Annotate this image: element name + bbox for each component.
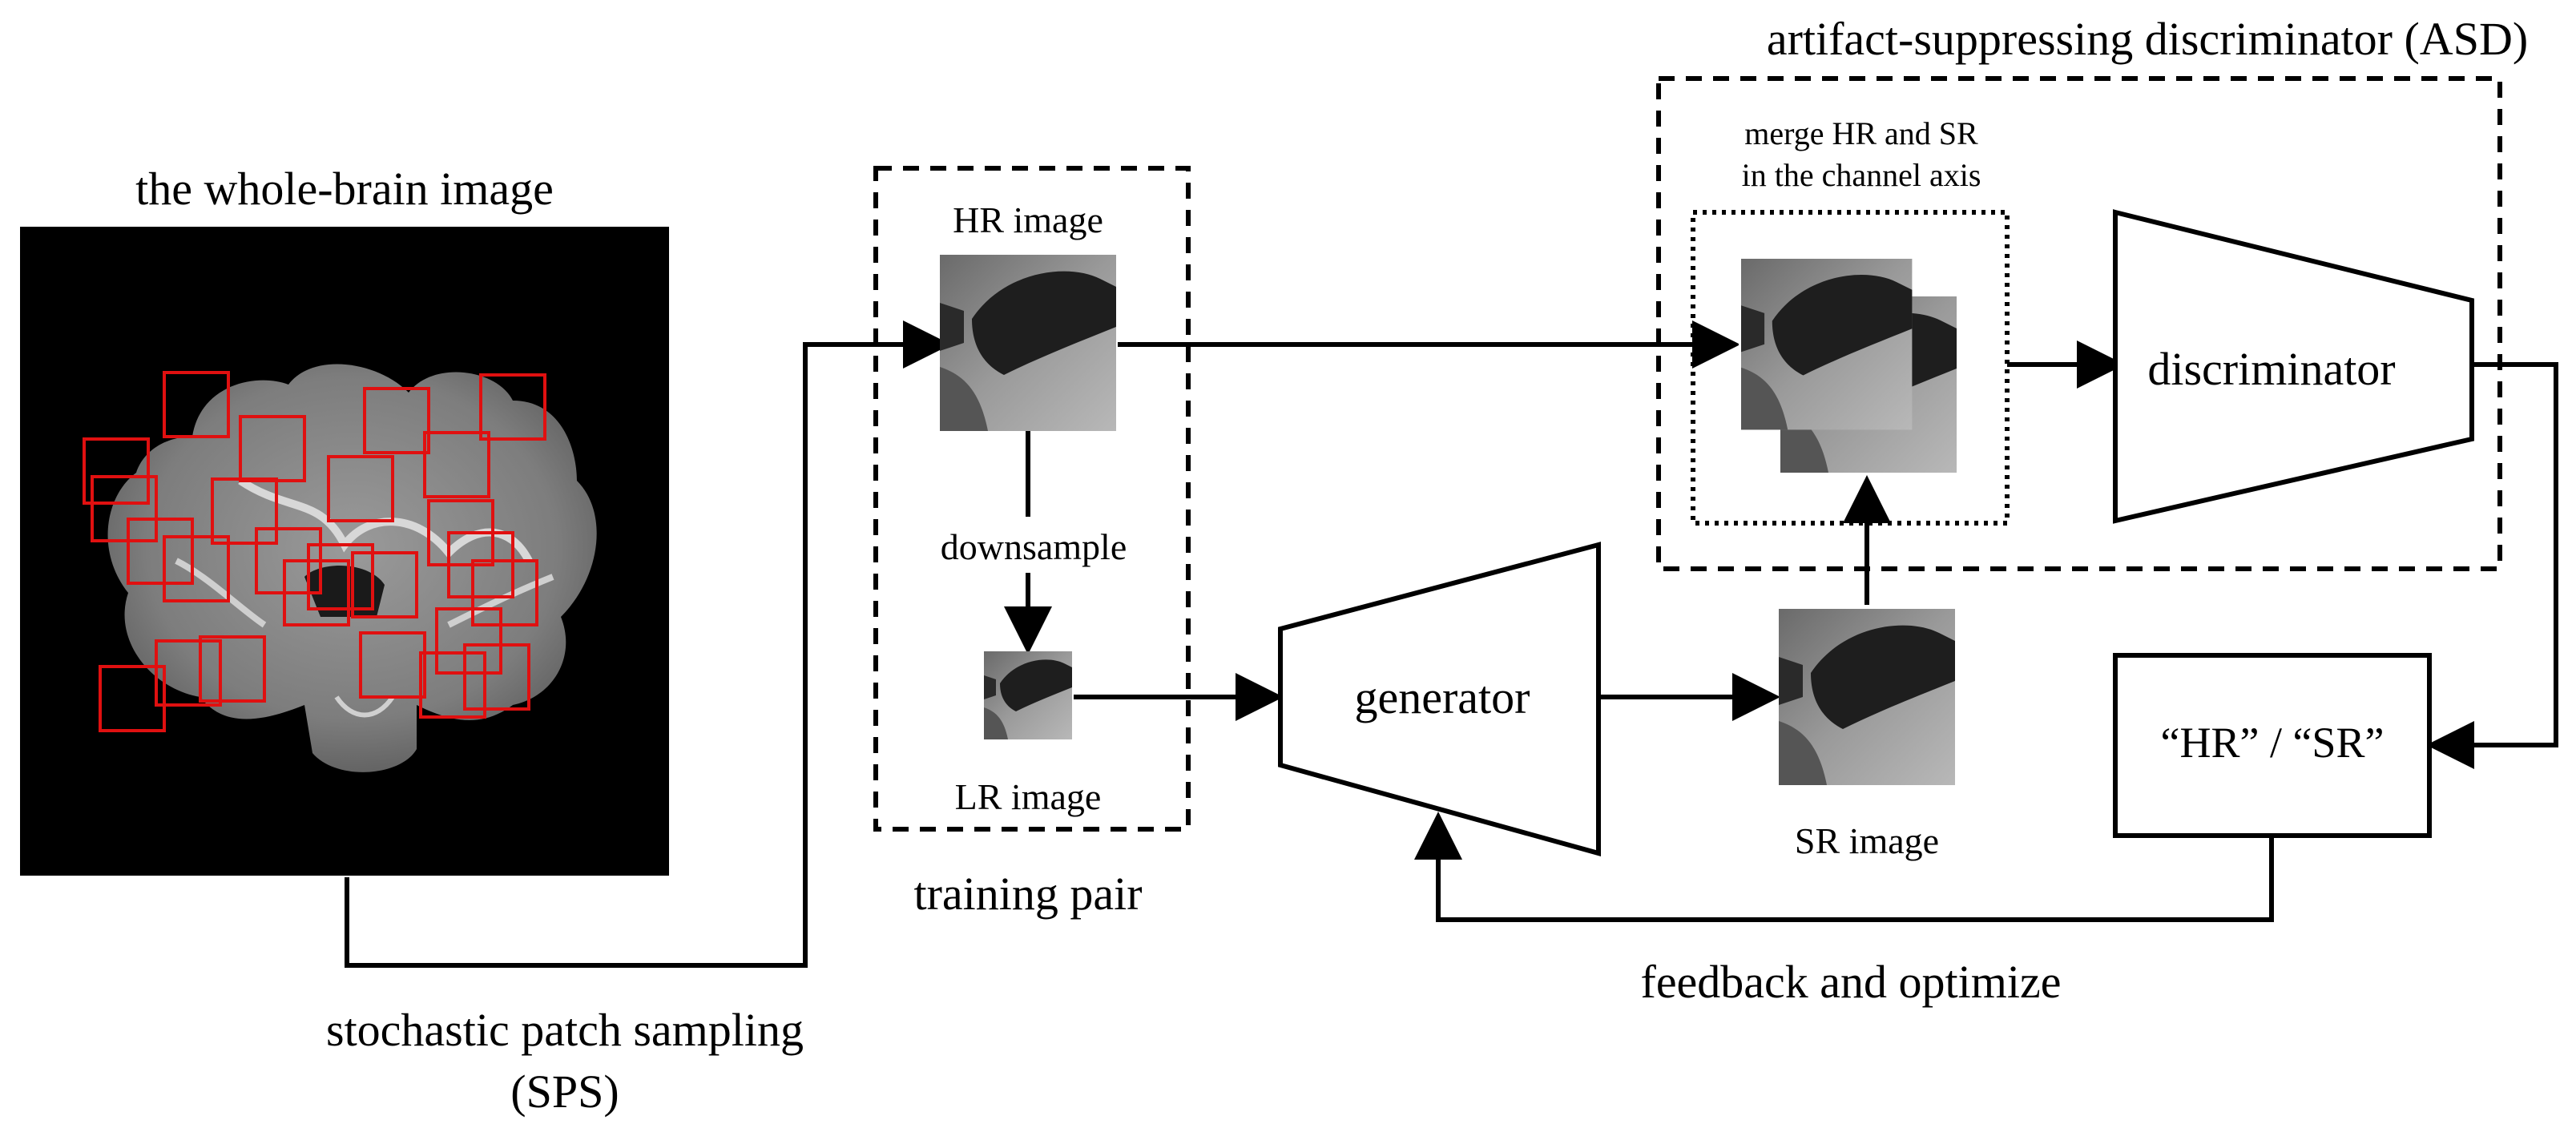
merge-box <box>1691 210 2010 526</box>
lr-image-patch <box>984 651 1072 739</box>
sps-label-line2: (SPS) <box>510 1066 619 1118</box>
sps-arrow <box>345 320 951 968</box>
merge-label-line1: merge HR and SR <box>1744 115 1978 151</box>
discriminator-to-output-arrow <box>2426 362 2558 769</box>
merged-hr-patch <box>1741 259 1913 430</box>
sr-image-label: SR image <box>1795 820 1939 861</box>
asd-box <box>1656 76 2502 571</box>
generator-block <box>1278 542 1601 856</box>
sps-label-line1: stochastic patch sampling <box>326 1004 804 1056</box>
brain-image-title: the whole-brain image <box>135 163 554 215</box>
training-pair-box <box>873 166 1191 832</box>
discriminator-label: discriminator <box>2147 343 2395 395</box>
lr-image-label: LR image <box>955 776 1102 817</box>
discriminator-block <box>2113 209 2474 524</box>
merge-label-line2: in the channel axis <box>1742 157 1981 193</box>
downsample-label: downsample <box>941 526 1127 567</box>
whole-brain-image <box>20 227 669 876</box>
sr-image-patch <box>1779 609 1955 785</box>
output-label: “HR” / “SR” <box>2161 719 2385 767</box>
asd-title: artifact-suppressing discriminator (ASD) <box>1767 13 2528 65</box>
sampled-patch-outlines <box>83 371 546 732</box>
generator-label: generator <box>1355 671 1530 723</box>
feedback-arrow <box>1414 812 2274 922</box>
hr-image-patch <box>940 255 1116 431</box>
training-pair-caption: training pair <box>913 868 1142 920</box>
feedback-label: feedback and optimize <box>1641 956 2062 1008</box>
hr-image-label: HR image <box>953 199 1103 240</box>
